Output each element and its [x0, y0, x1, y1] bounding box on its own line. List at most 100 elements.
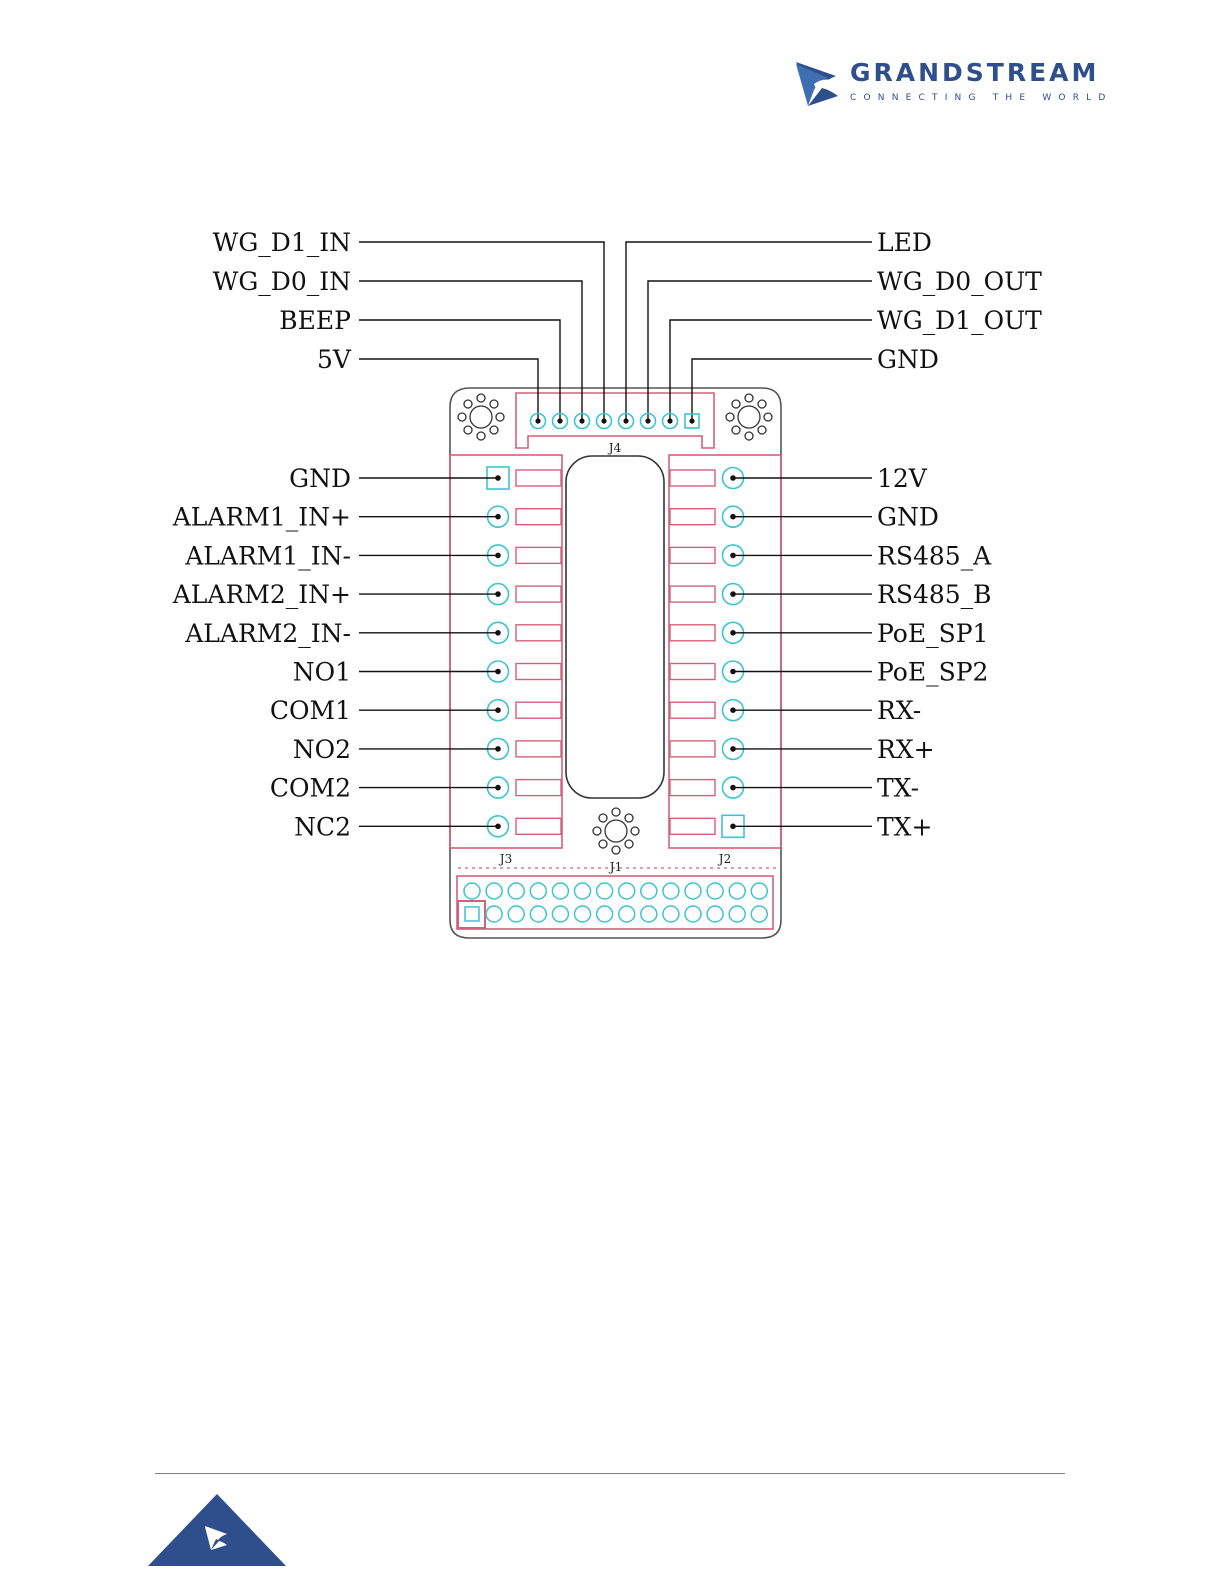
- pin-label-led: LED: [877, 228, 932, 257]
- top-right-pin-leaders: LED WG_D0_OUT WG_D1_OUT GND: [626, 228, 1042, 421]
- j1-pin: [641, 906, 657, 922]
- pin-label-12v: 12V: [877, 464, 928, 493]
- pin-label-poe-sp2: PoE_SP2: [877, 658, 988, 687]
- center-cutout: [566, 456, 664, 798]
- terminal-pin-dot: [730, 746, 736, 752]
- j4-pin-dot: [645, 418, 650, 423]
- pin-label-wg-d0-in: WG_D0_IN: [213, 267, 351, 296]
- j4-pin-dot: [535, 418, 540, 423]
- pin-label-com2: COM2: [270, 774, 351, 803]
- j1-pin: [530, 906, 546, 922]
- pin-label-gnd: GND: [877, 503, 939, 532]
- mount-hole-top-right: [726, 394, 772, 440]
- connector-label-j4: J4: [607, 441, 622, 455]
- j1-pin: [486, 906, 502, 922]
- j2-terminal-block: [669, 455, 781, 848]
- right-terminal-rows: 12VGNDRS485_ARS485_BPoE_SP1PoE_SP2RX-RX+…: [670, 464, 992, 841]
- j1-pin: [619, 883, 635, 899]
- connector-label-j2: J2: [717, 852, 731, 866]
- terminal-pin-dot: [495, 553, 501, 559]
- terminal-pad: [516, 509, 561, 525]
- j1-pin: [663, 906, 679, 922]
- terminal-pin-dot: [495, 707, 501, 713]
- leader-line-gnd: [692, 359, 872, 421]
- j1-pin: [552, 883, 568, 899]
- j1-pin: [751, 883, 767, 899]
- terminal-pad: [670, 625, 715, 641]
- pin-label-com1: COM1: [270, 696, 351, 725]
- leader-line-wg-d1-out: [670, 320, 872, 421]
- j1-pin: [508, 906, 524, 922]
- j1-pin: [575, 883, 591, 899]
- j3-terminal-block: [450, 455, 562, 848]
- terminal-pad: [670, 664, 715, 680]
- terminal-pin-dot: [730, 824, 736, 830]
- terminal-pad: [516, 547, 561, 563]
- j4-pins: [531, 414, 700, 429]
- terminal-pad: [670, 741, 715, 757]
- terminal-pad: [516, 818, 561, 834]
- terminal-pad: [670, 470, 715, 486]
- j4-pin-dot: [557, 418, 562, 423]
- j1-pin: [707, 883, 723, 899]
- terminal-pad: [516, 625, 561, 641]
- j1-pin: [685, 906, 701, 922]
- pin-label-gnd: GND: [877, 345, 939, 374]
- pin-label-alarm2-in: ALARM2_IN-: [184, 619, 351, 648]
- terminal-pad: [516, 586, 561, 602]
- pin-label-beep: BEEP: [279, 306, 351, 335]
- j1-pin: [751, 906, 767, 922]
- terminal-pin-dot: [495, 475, 501, 481]
- terminal-pin-dot: [730, 707, 736, 713]
- j1-pin: [552, 906, 568, 922]
- j4-pin-dot: [667, 418, 672, 423]
- terminal-pad: [516, 664, 561, 680]
- terminal-pin-dot: [495, 514, 501, 520]
- pin-label-rx: RX+: [877, 735, 935, 764]
- terminal-pad: [516, 702, 561, 718]
- terminal-pad: [670, 547, 715, 563]
- terminal-pin-dot: [495, 824, 501, 830]
- pin-label-wg-d1-in: WG_D1_IN: [213, 228, 351, 257]
- pin-label-nc2: NC2: [294, 812, 351, 841]
- j1-pin: [663, 883, 679, 899]
- j1-pin: [685, 883, 701, 899]
- footer-logo-badge: [148, 1494, 286, 1566]
- pin-label-rx: RX-: [877, 696, 921, 725]
- j1-pin: [508, 883, 524, 899]
- j1-pin: [619, 906, 635, 922]
- j1-pin: [597, 883, 613, 899]
- pin-label-rs485-b: RS485_B: [877, 580, 992, 609]
- j1-pin: [597, 906, 613, 922]
- pin-label-wg-d0-out: WG_D0_OUT: [877, 267, 1042, 296]
- terminal-pin-dot: [730, 785, 736, 791]
- pin-label-alarm2-in: ALARM2_IN+: [172, 580, 351, 609]
- pin-label-poe-sp1: PoE_SP1: [877, 619, 988, 648]
- terminal-pad: [670, 818, 715, 834]
- terminal-pin-dot: [495, 630, 501, 636]
- terminal-pin-dot: [730, 669, 736, 675]
- pin-label-wg-d1-out: WG_D1_OUT: [877, 306, 1042, 335]
- pin-label-no2: NO2: [293, 735, 351, 764]
- terminal-pin-dot: [495, 746, 501, 752]
- leader-line-5v: [359, 359, 538, 421]
- pin-label-alarm1-in: ALARM1_IN-: [184, 541, 351, 570]
- j1-pin: [641, 883, 657, 899]
- terminal-pin-dot: [730, 514, 736, 520]
- pin-label-alarm1-in: ALARM1_IN+: [172, 503, 351, 532]
- terminal-pin-dot: [495, 785, 501, 791]
- terminal-pad: [516, 741, 561, 757]
- terminal-pin-dot: [730, 553, 736, 559]
- connector-label-j1: J1: [608, 860, 622, 874]
- j1-pin: [729, 906, 745, 922]
- j1-pin: [707, 906, 723, 922]
- terminal-pin-dot: [495, 669, 501, 675]
- connector-label-j3: J3: [498, 852, 512, 866]
- j1-pin: [486, 883, 502, 899]
- terminal-pad: [670, 586, 715, 602]
- j4-pin-dot: [689, 418, 694, 423]
- left-terminal-rows: GNDALARM1_IN+ALARM1_IN-ALARM2_IN+ALARM2_…: [172, 464, 561, 841]
- mount-hole-bottom-center: [593, 808, 639, 854]
